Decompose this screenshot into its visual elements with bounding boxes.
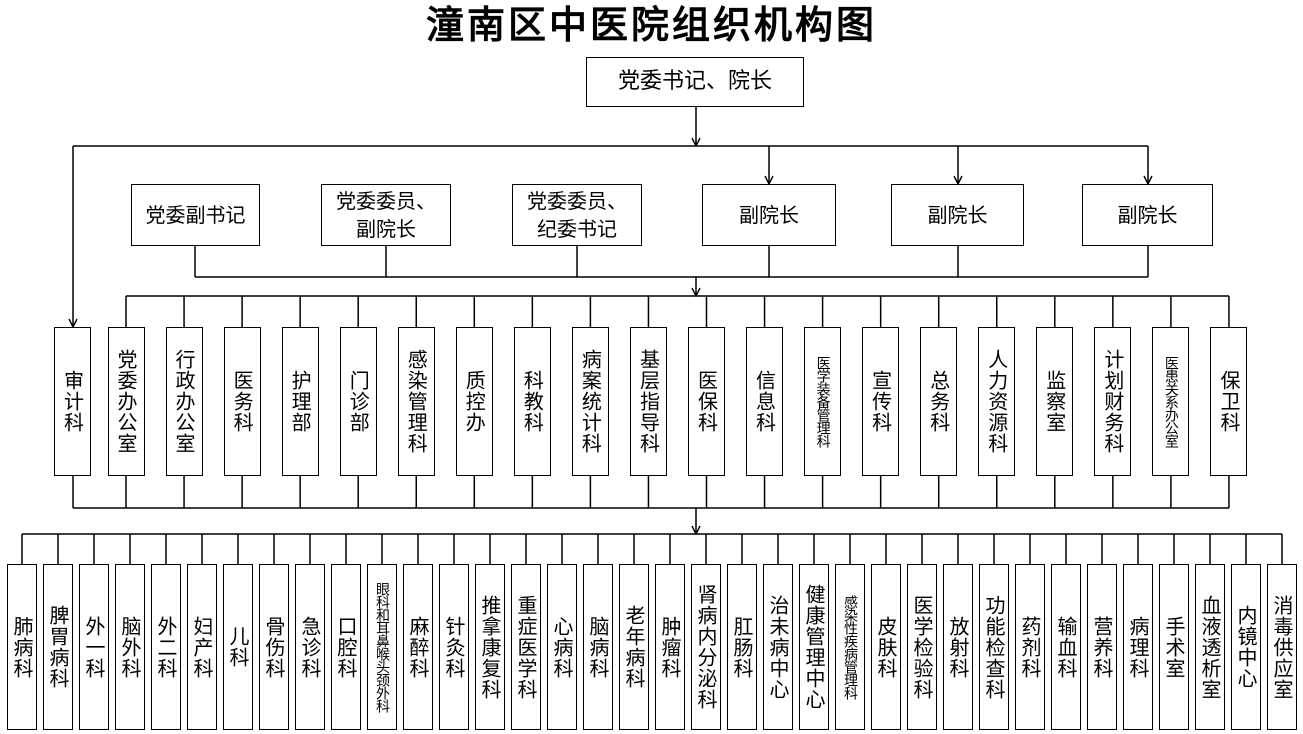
clinical-dept-box: 针灸科 (439, 564, 469, 730)
functional-dept-box: 监察室 (1036, 327, 1074, 476)
functional-dept-box: 感染管理科 (397, 327, 435, 476)
clinical-dept-box: 肛肠科 (727, 564, 757, 730)
functional-dept-box: 人力资源科 (978, 327, 1016, 476)
functional-dept-box: 医患关系办公室 (1152, 327, 1190, 476)
clinical-dept-box: 治未病中心 (763, 564, 793, 730)
level2-box-5: 副院长 (891, 184, 1024, 246)
clinical-dept-box: 老年病科 (619, 564, 649, 730)
clinical-dept-box: 骨伤科 (259, 564, 289, 730)
functional-dept-box: 党委办公室 (107, 327, 145, 476)
functional-dept-box: 保卫科 (1210, 327, 1248, 476)
functional-dept-box: 质控办 (455, 327, 493, 476)
clinical-dept-box: 健康管理中心 (799, 564, 829, 730)
functional-dept-box: 护理部 (281, 327, 319, 476)
clinical-dept-box: 功能检查科 (979, 564, 1009, 730)
clinical-dept-box: 儿科 (223, 564, 253, 730)
clinical-dept-box: 输血科 (1051, 564, 1081, 730)
functional-dept-box: 计划财务科 (1094, 327, 1132, 476)
clinical-dept-box: 麻醉科 (403, 564, 433, 730)
clinical-dept-box: 医学检验科 (907, 564, 937, 730)
clinical-dept-box: 心病科 (547, 564, 577, 730)
functional-dept-box: 信息科 (746, 327, 784, 476)
party-secretary-president-box: 党委书记、院长 (586, 57, 804, 107)
clinical-dept-box: 放射科 (943, 564, 973, 730)
clinical-dept-box: 手术室 (1159, 564, 1189, 730)
level2-box-6: 副院长 (1082, 184, 1213, 246)
clinical-dept-box: 脑病科 (583, 564, 613, 730)
clinical-dept-box: 眼科和耳鼻喉头颈外科 (367, 564, 397, 730)
functional-dept-box: 总务科 (920, 327, 958, 476)
functional-dept-box: 科教科 (513, 327, 551, 476)
clinical-dept-box: 病理科 (1123, 564, 1153, 730)
level2-box-4: 副院长 (702, 184, 836, 246)
clinical-dept-box: 肾病内分泌科 (691, 564, 721, 730)
clinical-dept-box: 感染性疾病管理科 (835, 564, 865, 730)
clinical-dept-box: 内镜中心 (1231, 564, 1261, 730)
clinical-dept-box: 妇产科 (187, 564, 217, 730)
functional-dept-box: 医保科 (688, 327, 725, 476)
level2-box-2: 党委委员、 副院长 (321, 184, 451, 246)
clinical-dept-box: 口腔科 (331, 564, 361, 730)
clinical-dept-box: 外一科 (79, 564, 109, 730)
clinical-dept-box: 外二科 (151, 564, 181, 730)
clinical-dept-box: 急诊科 (295, 564, 325, 730)
clinical-dept-box: 肺病科 (7, 564, 37, 730)
chart-title: 潼南区中医院组织机构图 (425, 3, 877, 47)
clinical-dept-box: 营养科 (1087, 564, 1117, 730)
level2-box-3: 党委委员、 纪委书记 (512, 184, 642, 246)
audit-dept-box: 审计科 (54, 327, 91, 476)
clinical-dept-box: 血液透析室 (1195, 564, 1225, 730)
clinical-dept-box: 重症医学科 (511, 564, 541, 730)
clinical-dept-box: 药剂科 (1015, 564, 1045, 730)
functional-dept-box: 宣传科 (862, 327, 900, 476)
clinical-dept-box: 脑外科 (115, 564, 145, 730)
functional-dept-box: 基层指导科 (629, 327, 667, 476)
clinical-dept-box: 皮肤科 (871, 564, 901, 730)
level2-box-1: 党委副书记 (131, 184, 260, 246)
functional-dept-box: 病案统计科 (571, 327, 609, 476)
clinical-dept-box: 肿瘤科 (655, 564, 685, 730)
functional-dept-box: 医务科 (223, 327, 261, 476)
clinical-dept-box: 推拿康复科 (475, 564, 505, 730)
clinical-dept-box: 脾胃病科 (43, 564, 73, 730)
functional-dept-box: 行政办公室 (165, 327, 203, 476)
functional-dept-box: 门诊部 (339, 327, 377, 476)
clinical-dept-box: 消毒供应室 (1267, 564, 1297, 730)
functional-dept-box: 医学装备管理科 (804, 327, 842, 476)
